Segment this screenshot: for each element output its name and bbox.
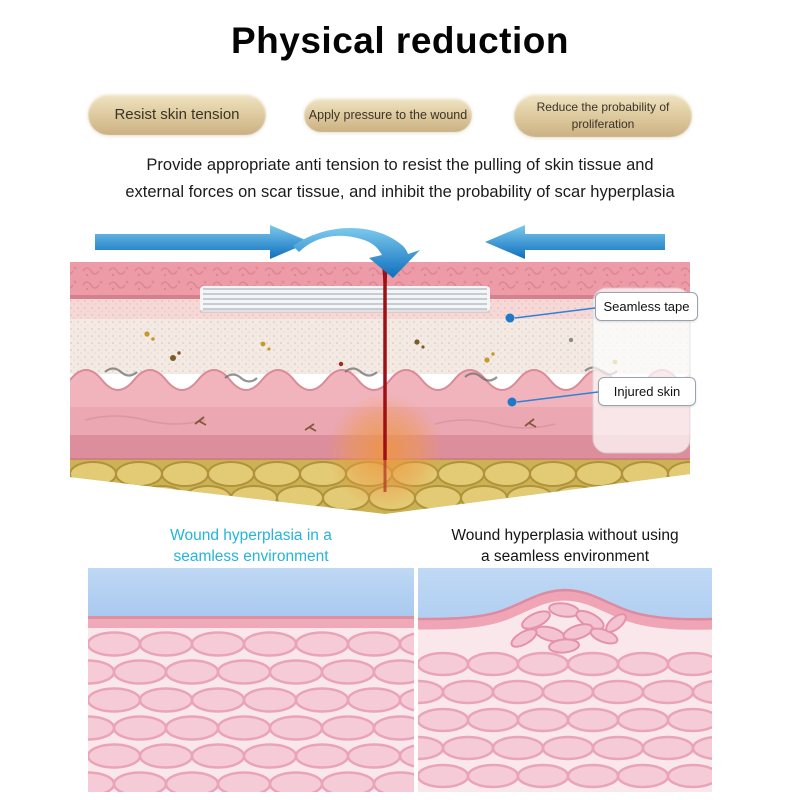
vessel-twigs xyxy=(194,416,537,432)
surface-right xyxy=(418,589,712,630)
tape-graphic xyxy=(200,286,490,313)
page-title: Physical reduction xyxy=(231,20,569,61)
caption-with-tape: Wound hyperplasia in a seamless environm… xyxy=(106,526,396,568)
right-pressure-arrow-icon xyxy=(485,225,665,259)
description-text: Provide appropriate anti tension to resi… xyxy=(70,152,730,205)
cells-left xyxy=(88,631,414,792)
wound-line xyxy=(382,264,388,492)
skin-pointer-dot xyxy=(507,397,517,407)
left-pressure-arrow-icon xyxy=(95,225,310,259)
scar-bump-cells xyxy=(510,602,627,654)
cells-right xyxy=(418,651,712,789)
description-line-2: external forces on scar tissue, and inhi… xyxy=(125,182,675,201)
sky-left xyxy=(88,568,414,620)
comparison-image-seamless xyxy=(88,568,414,792)
skin-cross-section-illustration: Seamless tape Injured skin xyxy=(55,222,705,522)
tape-leader-line xyxy=(514,307,596,319)
curved-down-arrow-icon xyxy=(293,227,420,278)
tape-pointer-dot xyxy=(505,313,515,323)
skin-cross-section-graphic xyxy=(70,225,691,514)
badge-resist-skin-tension: Resist skin tension xyxy=(88,94,266,135)
dermis-wave-band xyxy=(70,370,690,412)
caption-without-tape-line-2: a seamless environment xyxy=(481,547,649,565)
badge-apply-pressure: Apply pressure to the wound xyxy=(304,98,472,132)
label-panel xyxy=(592,287,691,454)
caption-with-tape-line-2: seamless environment xyxy=(173,547,329,565)
caption-without-tape: Wound hyperplasia without using a seamle… xyxy=(420,526,710,568)
comparison-image-no-tape xyxy=(418,568,712,792)
caption-without-tape-line-1: Wound hyperplasia without using xyxy=(451,527,679,544)
description-line-1: Provide appropriate anti tension to resi… xyxy=(146,156,654,174)
caption-with-tape-line-1: Wound hyperplasia in a xyxy=(170,527,332,544)
dermis-specks xyxy=(144,331,618,367)
injured-skin-label: Injured skin xyxy=(598,377,696,406)
badge-reduce-proliferation: Reduce the probability of proliferation xyxy=(514,94,692,137)
skin-leader-line xyxy=(516,391,599,403)
seamless-tape-label: Seamless tape xyxy=(595,292,698,321)
